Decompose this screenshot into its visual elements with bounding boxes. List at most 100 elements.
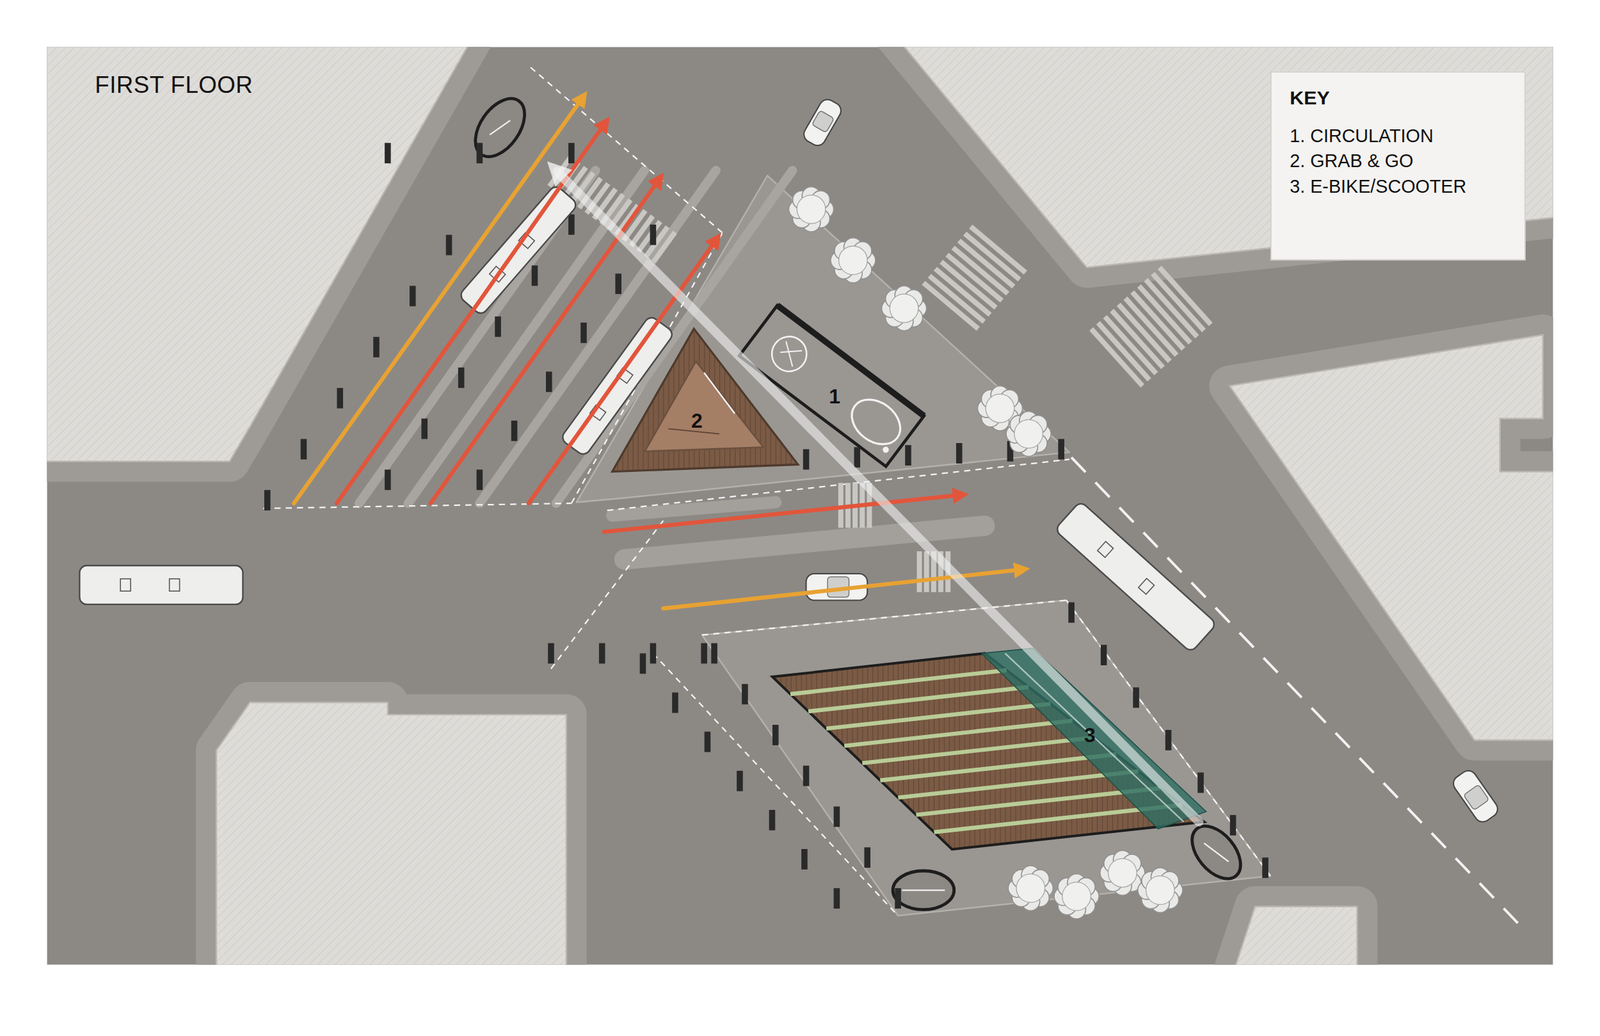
bollard [736, 770, 744, 792]
lane-line [1071, 456, 1526, 931]
lift-detail [489, 120, 1229, 890]
bollard [568, 214, 575, 235]
flow-arrow [293, 99, 582, 504]
bollard [772, 724, 779, 745]
bus-hatch [1138, 577, 1155, 594]
tree [788, 186, 1183, 919]
median-strip [612, 501, 776, 516]
crosswalk [547, 154, 1213, 592]
legend-entry: 3. E-BIKE/SCOOTER [1289, 174, 1506, 201]
car-roof [812, 110, 835, 133]
bollard [264, 142, 1269, 909]
building-hatch [1183, 906, 1357, 965]
sidewalk [46, 46, 1553, 964]
car-body [1450, 767, 1501, 825]
bollard [650, 224, 657, 246]
bollard [446, 234, 453, 256]
car [1450, 767, 1501, 825]
bollard [531, 265, 539, 287]
lane-dashes [263, 67, 1271, 916]
flow-arrow [557, 171, 1200, 822]
circulation-core [764, 329, 814, 379]
car-roof [1463, 784, 1490, 810]
bollard [672, 692, 679, 713]
crosswalk-stripe [924, 551, 930, 592]
bus-body [79, 565, 243, 605]
bollard [803, 765, 810, 786]
callout-number: 1 [828, 385, 841, 407]
key-heading: KEY [1289, 87, 1506, 110]
lift-detail [901, 888, 945, 891]
building-hatch [1229, 334, 1553, 740]
bollard [650, 642, 657, 664]
car-body [801, 96, 845, 149]
bollard [1068, 602, 1075, 623]
bollard [494, 316, 502, 337]
tree [1006, 411, 1051, 457]
tree [1054, 873, 1099, 919]
flow-arrow [430, 180, 659, 504]
crosswalk-stripe [917, 551, 923, 592]
circulation-core [776, 341, 803, 367]
building-block [216, 702, 567, 965]
bollard [1230, 814, 1237, 836]
bollard [568, 142, 575, 164]
circulation-core [881, 445, 890, 454]
ebike-storage [1004, 652, 1184, 822]
building-block [1229, 334, 1553, 740]
bollard [545, 371, 553, 392]
ebike-storage [981, 647, 1207, 829]
car [801, 96, 845, 149]
building-hatch [46, 46, 1553, 964]
tree-canopy [889, 293, 919, 323]
bus-hatch [169, 578, 180, 591]
lift-oval [465, 89, 535, 166]
building-block [46, 46, 1553, 964]
bollard [864, 846, 871, 868]
lift-oval [892, 870, 955, 910]
sidewalk [1229, 334, 1553, 740]
tree [830, 237, 876, 283]
bike-rack [790, 670, 1007, 694]
bollard [384, 142, 392, 164]
bollard [833, 887, 841, 909]
bollard [476, 469, 484, 490]
bollard [599, 642, 606, 664]
bollard [421, 418, 428, 440]
bollard [711, 642, 718, 664]
crosswalk-stripe [1150, 272, 1206, 333]
bollard [801, 848, 808, 870]
building-hatch [856, 46, 1553, 267]
plan-title: FIRST FLOOR [94, 71, 253, 100]
bollard [384, 469, 392, 490]
bus [1054, 500, 1218, 653]
bollard [547, 642, 555, 664]
bollard [894, 887, 902, 909]
circulation-core [780, 340, 802, 362]
crosswalk-stripe [1143, 277, 1199, 338]
bollard [640, 652, 647, 674]
lift-oval [1182, 816, 1250, 888]
tree-canopy [985, 393, 1015, 423]
legend-entry: 1. CIRCULATION [1289, 123, 1506, 150]
bollard [336, 387, 344, 409]
tree-canopy [839, 245, 868, 275]
crosswalk [1089, 265, 1213, 388]
crosswalk-stripe [963, 231, 1022, 282]
platform-strip [359, 170, 596, 504]
lane-dashes [551, 520, 664, 669]
bollard [904, 444, 912, 466]
bollard [700, 642, 708, 664]
tree-canopy [1014, 419, 1044, 448]
bollard [741, 683, 749, 704]
tree-canopy [796, 195, 826, 224]
crosswalk-stripe [957, 238, 1016, 289]
ebike-storage [772, 647, 1207, 849]
lift-detail [489, 120, 511, 135]
bollard [1132, 687, 1140, 708]
key-box: KEY 1. CIRCULATION2. GRAB & GO3. E-BIKE/S… [1270, 71, 1526, 261]
bollard [1165, 729, 1172, 751]
legend-entry: 2. GRAB & GO [1289, 149, 1506, 175]
circulation-core [842, 390, 909, 454]
